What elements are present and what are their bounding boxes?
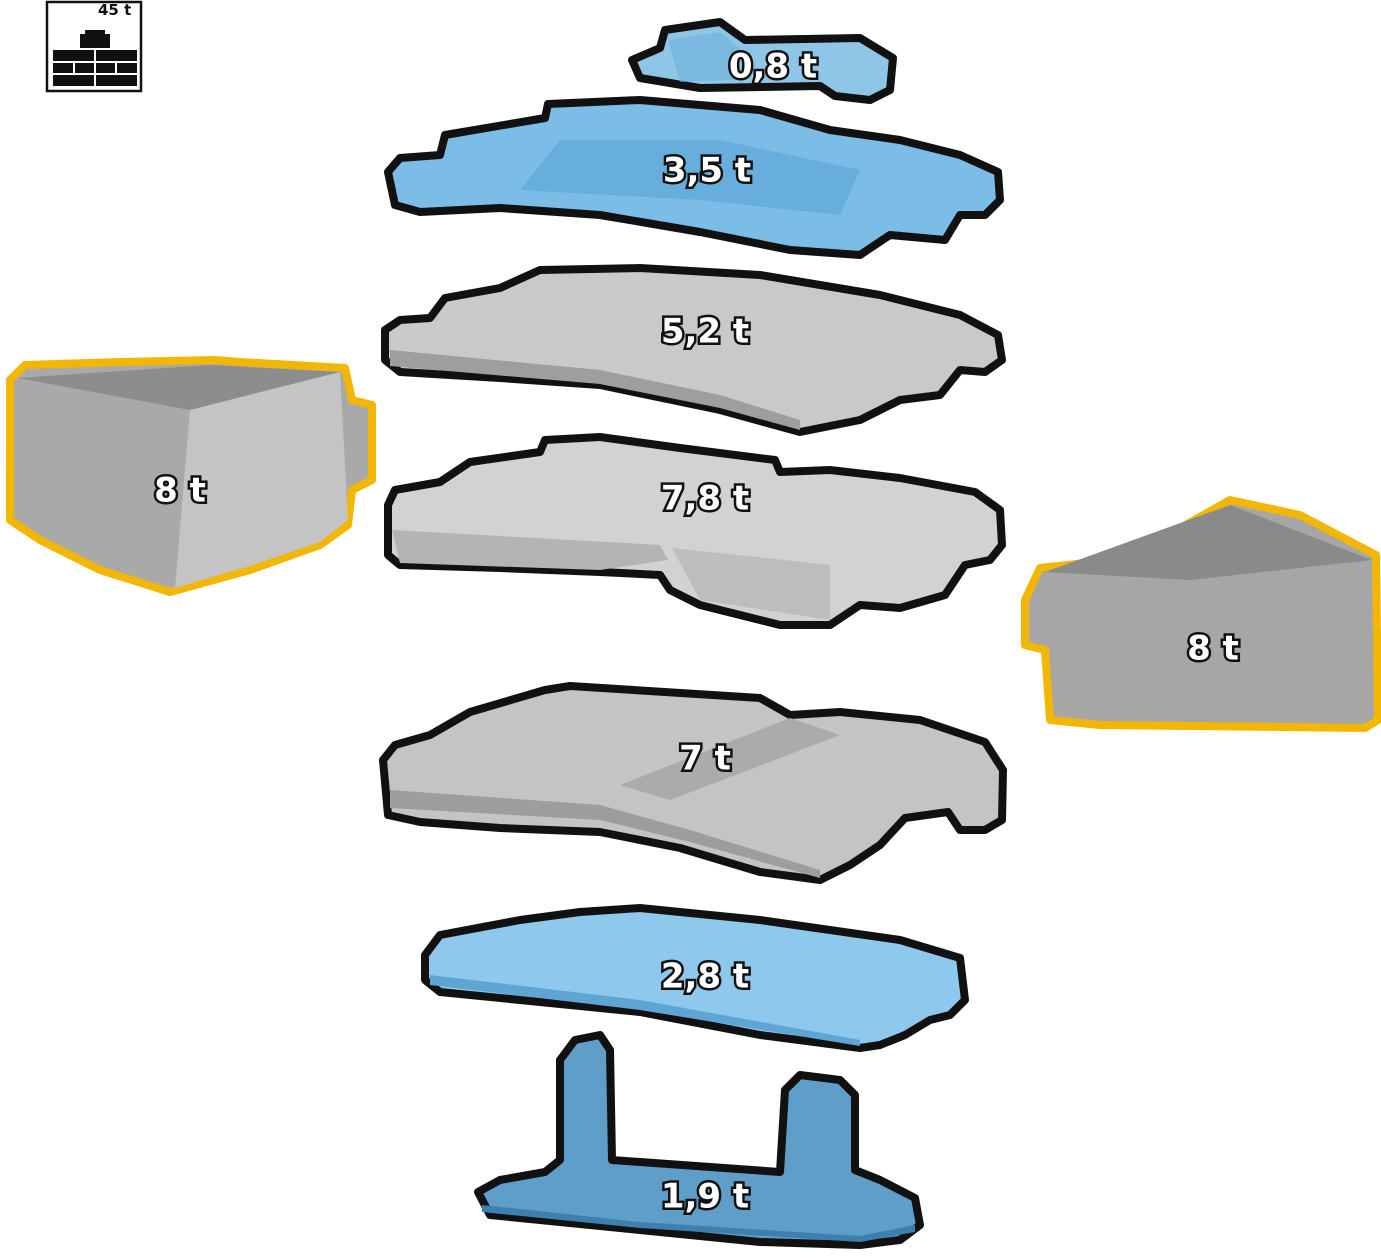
total-weight-badge: 45 t xyxy=(45,0,143,93)
weight-plate-2: 3,5 t xyxy=(384,96,1004,259)
weight-plate-3: 5,2 t xyxy=(381,264,1006,436)
weight-side-right: 8 t xyxy=(1021,496,1381,732)
weight-plate-5: 7 t xyxy=(379,682,1007,884)
weight-label-base-frame: 1,9 t xyxy=(661,1177,749,1217)
badge-total-label: 45 t xyxy=(98,1,131,19)
weight-label-side-right: 8 t xyxy=(1187,629,1239,669)
weight-label-plate-4: 7,8 t xyxy=(661,479,749,519)
weight-plate-6: 2,8 t xyxy=(421,904,969,1052)
crane-stack-icon xyxy=(53,30,137,86)
weight-label-plate-2: 3,5 t xyxy=(663,151,751,191)
weight-label-plate-5: 7 t xyxy=(679,739,731,779)
weight-side-left: 8 t xyxy=(6,356,376,596)
weight-label-plate-3: 5,2 t xyxy=(661,312,749,352)
weight-base-frame: 1,9 t xyxy=(474,1031,924,1249)
weight-label-side-left: 8 t xyxy=(154,471,206,511)
weight-top-plate: 0,8 t xyxy=(628,18,897,104)
weight-plate-4: 7,8 t xyxy=(384,433,1006,629)
weight-label-top-plate: 0,8 t xyxy=(729,47,817,87)
weight-label-plate-6: 2,8 t xyxy=(661,957,749,997)
